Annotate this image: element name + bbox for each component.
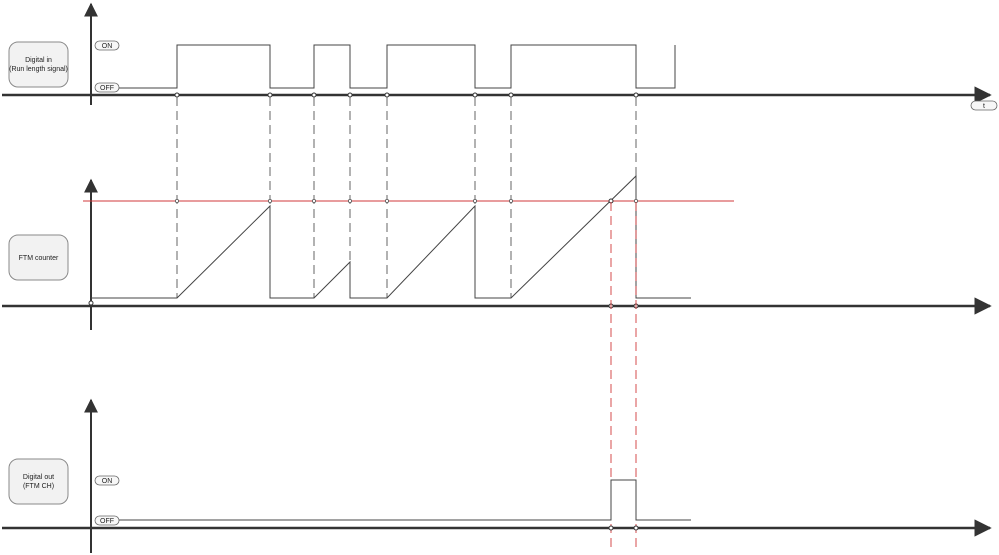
digital-in-on-label: ON [102,43,113,50]
digital-in-on-pill: ON [94,40,120,51]
digital-out-panel: Digital out (FTM CH) ON OFF [2,398,992,553]
digital-in-label-line2: (Run length signal) [9,66,68,73]
digital-in-off-label: OFF [100,85,114,92]
ftm-counter-label-box: FTM counter [8,234,69,281]
match-guide-lines [610,202,637,548]
digital-out-off-pill: OFF [94,515,120,526]
digital-in-label-line1: Digital in [25,57,52,64]
digital-out-label-line2: (FTM CH) [23,483,54,490]
digital-in-waveform [119,44,676,89]
digital-out-off-label: OFF [100,518,114,525]
digital-out-label-line1: Digital out [23,474,54,481]
ftm-counter-panel: FTM counter [2,174,992,330]
time-label: t [983,103,985,110]
digital-out-on-pill: ON [94,475,120,486]
time-axis-label: t [970,100,998,111]
digital-in-label-box: Digital in (Run length signal) [8,41,69,88]
digital-out-edge-markers [608,525,639,531]
digital-out-on-label: ON [102,478,113,485]
digital-in-off-pill: OFF [94,82,120,93]
digital-out-waveform [119,479,691,521]
digital-out-label-box: Digital out (FTM CH) [8,458,69,505]
ftm-counter-waveform [91,174,691,299]
ftm-counter-label: FTM counter [19,255,59,262]
edge-guide-lines [176,97,637,298]
digital-in-panel: Digital in (Run length signal) ON OFF t [2,2,998,111]
